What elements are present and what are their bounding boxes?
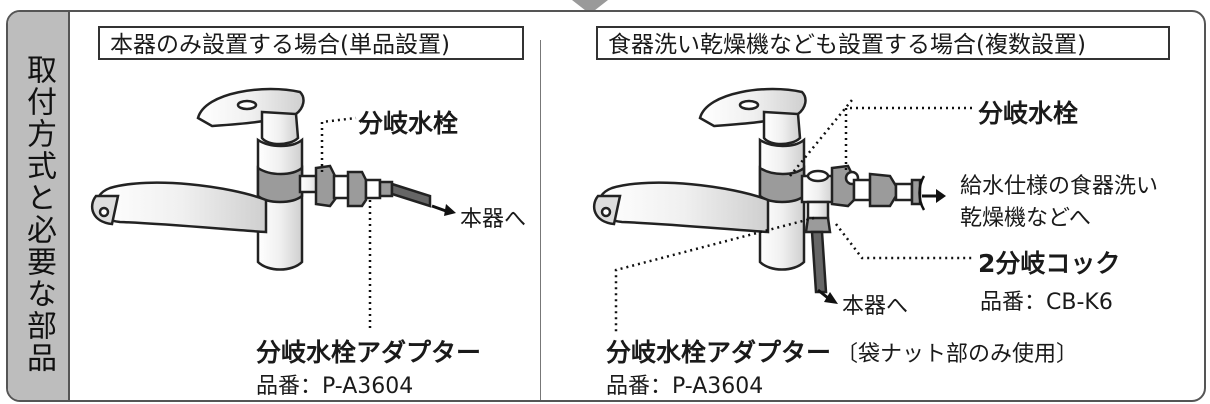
left-panel-heading: 本器のみ設置する場合(単品設置): [98, 26, 524, 60]
right-panel-heading: 食器洗い乾燥機なども設置する場合(複数設置): [596, 26, 1170, 60]
right-arrow-to-device: [817, 288, 838, 304]
right-adapter-note: 〔袋ナット部のみ使用〕: [836, 342, 1079, 367]
sidebar: 取付方式と必要な部品: [8, 12, 70, 400]
left-faucet-illustration: [91, 87, 432, 271]
right-adapter-name: 分岐水栓アダプター: [606, 338, 832, 367]
left-adapter-part-number: 品番：P-A3604: [256, 374, 414, 399]
right-dishwasher-label-line1: 給水仕様の食器洗い: [960, 174, 1159, 199]
right-leader-lines: [614, 99, 975, 332]
right-to-device-label: 本器へ: [842, 294, 909, 319]
right-cock-name: 2分岐コック: [978, 249, 1121, 278]
left-to-device-label: 本器へ: [460, 207, 527, 232]
left-arrow-to-device: [431, 204, 456, 216]
left-adapter-name: 分岐水栓アダプター: [256, 338, 482, 367]
right-dishwasher-label-line2: 乾燥機などへ: [960, 206, 1091, 231]
right-adapter-part-number: 品番：P-A3604: [606, 374, 764, 399]
right-cock-part-number: 品番：CB-K6: [980, 290, 1113, 315]
left-branch-faucet-label: 分岐水栓: [358, 109, 459, 138]
right-arrow-to-dishwasher: [918, 175, 946, 211]
right-faucet-illustration: [593, 87, 922, 294]
left-leader-lines: [320, 116, 372, 332]
right-branch-faucet-label: 分岐水栓: [978, 99, 1079, 128]
panel-divider: [540, 40, 541, 400]
sidebar-title: 取付方式と必要な部品: [21, 54, 56, 374]
